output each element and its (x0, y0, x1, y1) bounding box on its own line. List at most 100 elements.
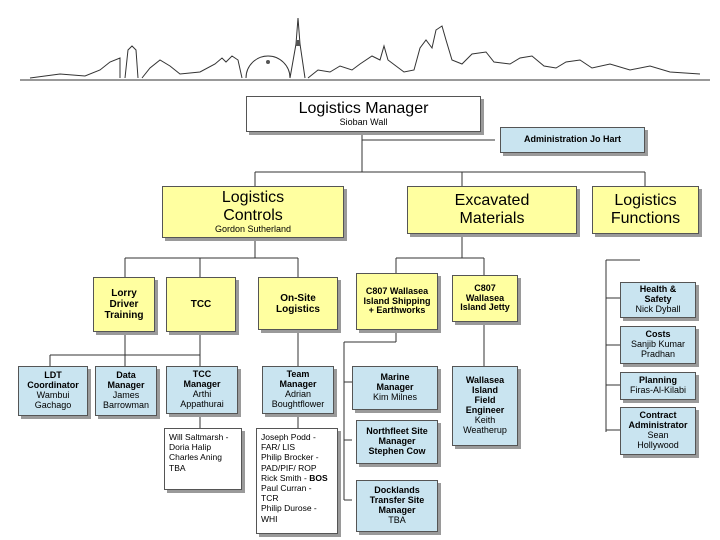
ldt-coordinator-box: LDT Coordinator Wambui Gachago (18, 366, 88, 416)
health-safety-box: Health & Safety Nick Dyball (620, 282, 696, 318)
eng-line5: Keith (474, 414, 496, 425)
docklands-manager-box: Docklands Transfer Site Manager TBA (356, 480, 438, 532)
team-line3: Adrian (284, 389, 311, 399)
lorry-driver-training-box: Lorry Driver Training (93, 277, 155, 332)
c807-jetty-box: C807 Wallasea Island Jetty (452, 275, 518, 322)
logistics-manager-box: Logistics Manager Sioban Wall (246, 96, 481, 132)
dock-line4: TBA (388, 514, 406, 525)
jetty-line3: Island Jetty (460, 302, 510, 313)
logistics-functions-box: Logistics Functions (592, 186, 699, 234)
northfleet-manager-box: Northfleet Site Manager Stephen Cow (356, 420, 438, 464)
tcc-label: TCC (190, 299, 212, 310)
manager-name: Sioban Wall (339, 116, 388, 127)
planning-line1: Planning (639, 375, 677, 386)
tccm-line2: Manager (183, 379, 221, 390)
jetty-line2: Wallasea (465, 292, 505, 303)
tccm-line1: TCC (192, 369, 212, 380)
team-line2: Manager (279, 379, 317, 390)
tcc-staff-2: Doria Halip (169, 442, 212, 453)
marine-line3: Kim Milnes (372, 391, 417, 402)
health-line1: Health & (639, 284, 677, 295)
contract-admin-box: Contract Administrator Sean Hollywood (620, 407, 696, 455)
logistics-controls-box: Logistics Controls Gordon Sutherland (162, 186, 344, 238)
costs-line2: Sanjib Kumar (630, 339, 686, 350)
data-line3: James (112, 390, 140, 400)
contract-line1: Contract (639, 410, 677, 421)
team-line4: Boughtflower (271, 398, 325, 409)
excavated-line1: Excavated (454, 192, 530, 210)
tccm-line4: Appathurai (180, 398, 224, 409)
tcc-staff-4: TBA (169, 462, 186, 473)
tcc-staff-list: Will Saltmarsh - Doria Halip Charles Ani… (164, 428, 242, 490)
north-line3: Stephen Cow (368, 445, 426, 456)
onsite-line2: Logistics (276, 303, 320, 315)
eng-line3: Field (474, 395, 496, 406)
staff-role-1: FAR/ LIS (261, 442, 296, 453)
controls-title-line2: Controls (223, 207, 283, 225)
lorry-line3: Training (104, 310, 144, 321)
planning-line2: Firas-Al-Kilabi (629, 385, 686, 395)
data-line4: Barrowman (102, 399, 149, 410)
staff-role-2: PAD/PIF/ ROP (261, 462, 317, 473)
costs-line1: Costs (645, 329, 671, 340)
london-skyline-illustration (20, 17, 710, 81)
administration-box: Administration Jo Hart (500, 127, 645, 153)
staff-role-5: WHI (261, 513, 278, 524)
contract-line4: Hollywood (637, 439, 679, 450)
c807-shipping-box: C807 Wallasea Island Shipping + Earthwor… (356, 273, 438, 330)
ldt-line4: Gachago (34, 399, 72, 410)
staff-role-4: TCR (261, 493, 279, 504)
tcc-staff-3: Charles Aning (169, 452, 222, 463)
data-line2: Manager (107, 380, 145, 391)
dock-line2: Transfer Site (369, 495, 425, 506)
tcc-box: TCC (166, 277, 236, 332)
functions-line1: Logistics (614, 192, 677, 210)
on-site-logistics-box: On-Site Logistics (258, 277, 338, 330)
dock-line1: Docklands (374, 485, 420, 496)
controls-title-line1: Logistics (221, 189, 285, 207)
ldt-line3: Wambui (36, 390, 70, 400)
shipping-line2: Island Shipping (363, 295, 431, 306)
costs-box: Costs Sanjib Kumar Pradhan (620, 326, 696, 364)
manager-title: Logistics Manager (298, 100, 429, 118)
planning-box: Planning Firas-Al-Kilabi (620, 372, 696, 400)
north-line2: Manager (378, 436, 416, 447)
ldt-line1: LDT (44, 370, 62, 381)
onsite-staff-list: Joseph Podd - FAR/ LIS Philip Brocker - … (256, 428, 338, 534)
functions-line2: Functions (610, 210, 681, 227)
eng-line1: Wallasea (465, 375, 505, 386)
staff-person-2: Philip Brocker - (261, 452, 319, 463)
health-line3: Nick Dyball (635, 303, 681, 314)
ldt-line2: Coordinator (27, 380, 79, 391)
wallasea-engineer-box: Wallasea Island Field Engineer Keith Wea… (452, 366, 518, 446)
eng-line4: Engineer (465, 405, 505, 415)
shipping-line3: + Earthworks (368, 305, 426, 316)
eng-line2: Island (471, 385, 498, 396)
marine-line2: Manager (376, 382, 414, 393)
marine-line1: Marine (380, 372, 410, 383)
data-line1: Data (116, 370, 136, 381)
lorry-line1: Lorry (111, 288, 137, 299)
staff-person-1: Joseph Podd - (261, 432, 316, 442)
lorry-line2: Driver (109, 299, 139, 310)
excavated-materials-box: Excavated Materials (407, 186, 577, 234)
excavated-line2: Materials (459, 210, 525, 227)
eng-line6: Weatherup (463, 424, 507, 435)
tcc-staff-1: Will Saltmarsh - (169, 432, 229, 442)
contract-line2: Administrator (628, 420, 688, 431)
controls-name: Gordon Sutherland (214, 223, 292, 234)
data-manager-box: Data Manager James Barrowman (95, 366, 157, 416)
staff-person-3: Rick Smith - (261, 472, 307, 483)
marine-manager-box: Marine Manager Kim Milnes (352, 366, 438, 410)
tcc-manager-box: TCC Manager Arthi Appathurai (166, 366, 238, 414)
onsite-line1: On-Site (280, 292, 316, 304)
dock-line3: Manager (378, 505, 416, 515)
health-line2: Safety (644, 294, 672, 305)
team-manager-box: Team Manager Adrian Boughtflower (262, 366, 334, 414)
jetty-line1: C807 (474, 282, 496, 293)
staff-person-5: Philip Durose - (261, 503, 317, 514)
contract-line3: Sean (647, 430, 669, 440)
north-line1: Northfleet Site (366, 426, 428, 437)
team-line1: Team (286, 369, 310, 380)
